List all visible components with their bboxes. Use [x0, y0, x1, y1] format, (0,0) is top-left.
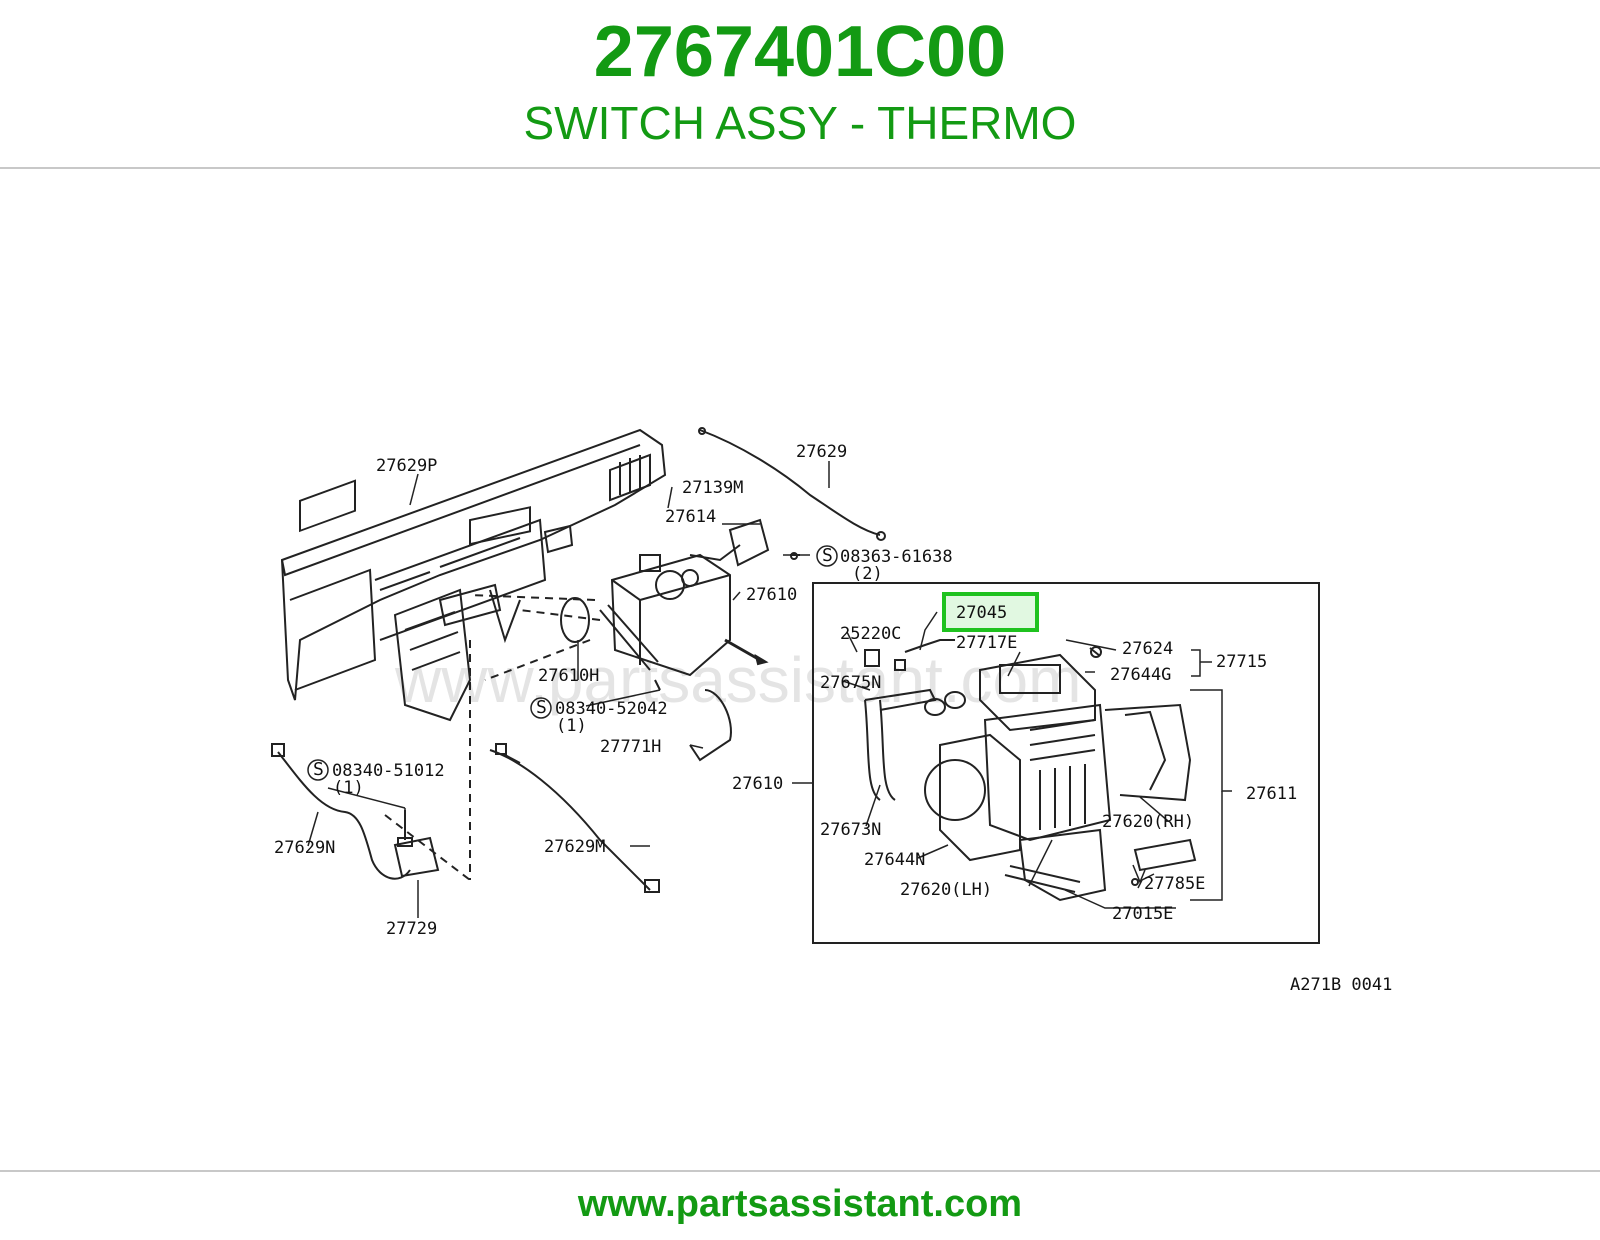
label-27015E[interactable]: 27015E [1112, 904, 1173, 924]
label-27644G[interactable]: 27644G [1110, 665, 1171, 685]
part-name-subtitle: SWITCH ASSY - THERMO [523, 97, 1077, 149]
label-27629P[interactable]: 27629P [376, 456, 437, 476]
footer-divider [0, 1170, 1600, 1172]
label-27620RH[interactable]: 27620(RH) [1102, 812, 1194, 832]
label-27139M[interactable]: 27139M [682, 478, 743, 498]
s-marker-glyph: S [313, 759, 324, 780]
label-27620LH[interactable]: 27620(LH) [900, 880, 992, 900]
label-27610-inset[interactable]: 27610 [732, 774, 783, 794]
label-27610H[interactable]: 27610H [538, 666, 599, 686]
label-27629M[interactable]: 27629M [544, 837, 605, 857]
label-27624[interactable]: 27624 [1122, 639, 1173, 659]
label-08340-52042-qty: (1) [556, 716, 587, 736]
highlight-box [942, 592, 1039, 632]
label-08340-51012-qty: (1) [333, 778, 364, 798]
label-27629N[interactable]: 27629N [274, 838, 335, 858]
label-25220C[interactable]: 25220C [840, 624, 901, 644]
label-08340-52042[interactable]: 08340-52042 [555, 699, 668, 719]
part-number-title: 2767401C00 [593, 12, 1007, 92]
label-08363-qty: (2) [852, 564, 883, 584]
watermark-text: www.partsassistant.com [394, 644, 1081, 716]
diagram-reference-code: A271B 0041 [1290, 975, 1392, 995]
s-marker-glyph: S [536, 697, 547, 718]
dashboard-drawing [280, 428, 667, 722]
label-27785E[interactable]: 27785E [1144, 874, 1205, 894]
header-divider [0, 167, 1600, 169]
label-27629[interactable]: 27629 [796, 442, 847, 462]
label-27045-highlighted[interactable]: 27045 [956, 603, 1007, 623]
intake-unit-drawing [469, 518, 800, 762]
label-08340-51012[interactable]: 08340-51012 [332, 761, 445, 781]
left-components [271, 640, 660, 893]
label-27675N[interactable]: 27675N [820, 673, 881, 693]
label-27771H[interactable]: 27771H [600, 737, 661, 757]
heater-inset-drawing [812, 582, 1320, 944]
leader-lines [307, 461, 1232, 918]
label-27717E[interactable]: 27717E [956, 633, 1017, 653]
label-27729[interactable]: 27729 [386, 919, 437, 939]
label-08363-61638[interactable]: 08363-61638 [840, 547, 953, 567]
label-27610-top[interactable]: 27610 [746, 585, 797, 605]
label-27715[interactable]: 27715 [1216, 652, 1267, 672]
label-27611[interactable]: 27611 [1246, 784, 1297, 804]
page-header: 2767401C00 SWITCH ASSY - THERMO [0, 0, 1600, 168]
footer-website-link[interactable]: www.partsassistant.com [577, 1183, 1023, 1225]
label-27614[interactable]: 27614 [665, 507, 716, 527]
cable-27629-drawing [698, 427, 886, 541]
label-27644N[interactable]: 27644N [864, 850, 925, 870]
label-27673N[interactable]: 27673N [820, 820, 881, 840]
s-marker-glyph: S [822, 545, 833, 566]
s-markers [307, 545, 838, 781]
